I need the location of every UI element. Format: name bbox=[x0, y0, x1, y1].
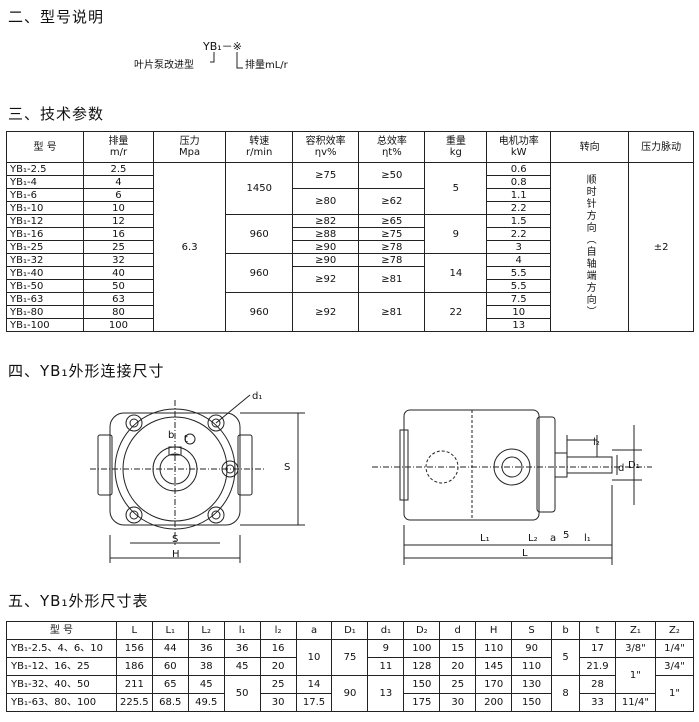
section-3-title: 三、技术参数 bbox=[8, 105, 105, 123]
dim-L2-label: L₂ bbox=[528, 533, 538, 544]
dimension-table: 型 号 L L₁ L₂ l₁ l₂ a D₁ d₁ D₂ d H S b t Z… bbox=[6, 621, 695, 712]
table-row: YB₁-16 16 ≥88 ≥75 2.2 bbox=[5, 227, 694, 241]
model-code: YB₁－※ bbox=[203, 40, 242, 53]
table-row: YB₁-2.5 2.5 6.3 1450 ≥75 ≥50 5 0.6 顺时针方向… bbox=[5, 162, 694, 332]
section-2-title: 二、型号说明 bbox=[8, 8, 105, 26]
dim-l2-label: l₂ bbox=[593, 437, 600, 448]
table-row: YB₁-63 63 960 ≥92 ≥81 22 7.5 bbox=[5, 292, 694, 332]
section-4-title: 四、YB₁外形连接尺寸 bbox=[8, 362, 165, 380]
dim-L-label: L bbox=[522, 548, 528, 559]
hdr-rotation: 转向 bbox=[550, 131, 630, 163]
dim-l1-label: l₁ bbox=[584, 533, 591, 544]
dim-5-label: 5 bbox=[563, 530, 570, 541]
table-row: YB₁-32、40、50 211 65 45 50 25 14 90 13 15… bbox=[6, 675, 695, 712]
rotation-cell: 顺时针方向（自轴端方向） bbox=[550, 162, 630, 332]
table-row: YB₁-80 80 10 bbox=[5, 305, 694, 319]
front-view-drawing bbox=[90, 394, 305, 563]
table-row: YB₁-2.5、4、6、10 156 44 36 36 16 10 75 9 1… bbox=[6, 639, 695, 676]
dim-D1-label: D₁ bbox=[628, 460, 640, 471]
side-view-drawing bbox=[372, 409, 652, 565]
model-bracket-lines bbox=[210, 52, 243, 69]
table-row: YB₁-50 50 5.5 bbox=[5, 279, 694, 293]
label-displacement: 排量mL/r bbox=[245, 60, 288, 71]
table-row: YB₁-63、80、100 225.5 68.5 49.5 30 17.5 17… bbox=[6, 693, 694, 712]
pressure-cell: 6.3 bbox=[152, 162, 227, 332]
label-pump-improved: 叶片泵改进型 bbox=[134, 60, 194, 71]
dim-S-label: S bbox=[172, 534, 179, 545]
hdr-model: 型 号 bbox=[5, 131, 85, 163]
dim-b-label: b bbox=[168, 430, 175, 441]
dim-L1-label: L₁ bbox=[480, 533, 490, 544]
dim-S-vertical-label: S bbox=[284, 462, 291, 473]
pulsation-cell: ±2 bbox=[628, 162, 694, 332]
table-row: YB₁-100 100 13 bbox=[5, 318, 694, 332]
dim-t-label: t bbox=[184, 434, 188, 445]
table-row: YB₁-12、16、25 186 60 38 45 20 11 128 20 1… bbox=[6, 657, 695, 694]
hdr-pulsation: 压力脉动 bbox=[628, 131, 694, 163]
dim-header-row: 型 号 L L₁ L₂ l₁ l₂ a D₁ d₁ D₂ d H S b t Z… bbox=[6, 621, 695, 640]
dim-d-label: d bbox=[618, 463, 625, 474]
section-5-title: 五、YB₁外形尺寸表 bbox=[8, 592, 149, 610]
dim-d1-label: d₁ bbox=[252, 391, 263, 402]
dim-a-label: a bbox=[550, 533, 557, 544]
dim-H-label: H bbox=[172, 549, 180, 560]
